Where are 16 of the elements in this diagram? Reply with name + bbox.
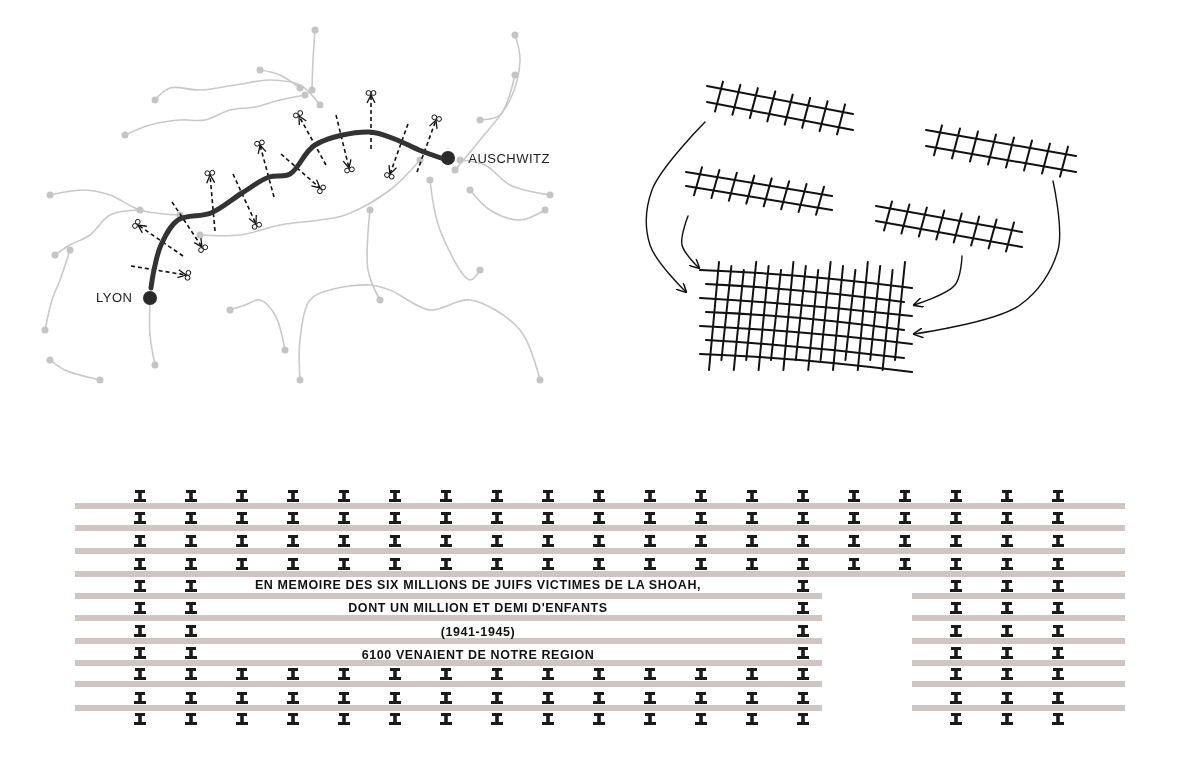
arrow <box>912 255 963 308</box>
memorial-inscription: 6100 VENAIENT DE NOTRE REGION <box>361 647 595 663</box>
arrow <box>645 121 706 294</box>
rail-track-drawing <box>924 122 1078 180</box>
city-name: LYON <box>96 290 133 305</box>
rail-track-drawing <box>874 198 1024 255</box>
memorial-inscription: (1941-1945) <box>440 624 516 640</box>
route-line <box>148 129 444 291</box>
rail-track-drawing <box>705 78 855 138</box>
rail-track-drawing <box>684 164 834 218</box>
arrow <box>912 180 1061 339</box>
tangled-tracks-drawing <box>698 260 914 374</box>
city-name: AUSCHWITZ <box>468 151 550 166</box>
arrow <box>681 215 701 270</box>
memorial-inscription: EN MEMOIRE DES SIX MILLIONS DE JUIFS VICTIMES DE LA SHOAH, <box>254 577 702 593</box>
memorial-inscription: DONT UN MILLION ET DEMI D'ENFANTS <box>348 600 608 616</box>
